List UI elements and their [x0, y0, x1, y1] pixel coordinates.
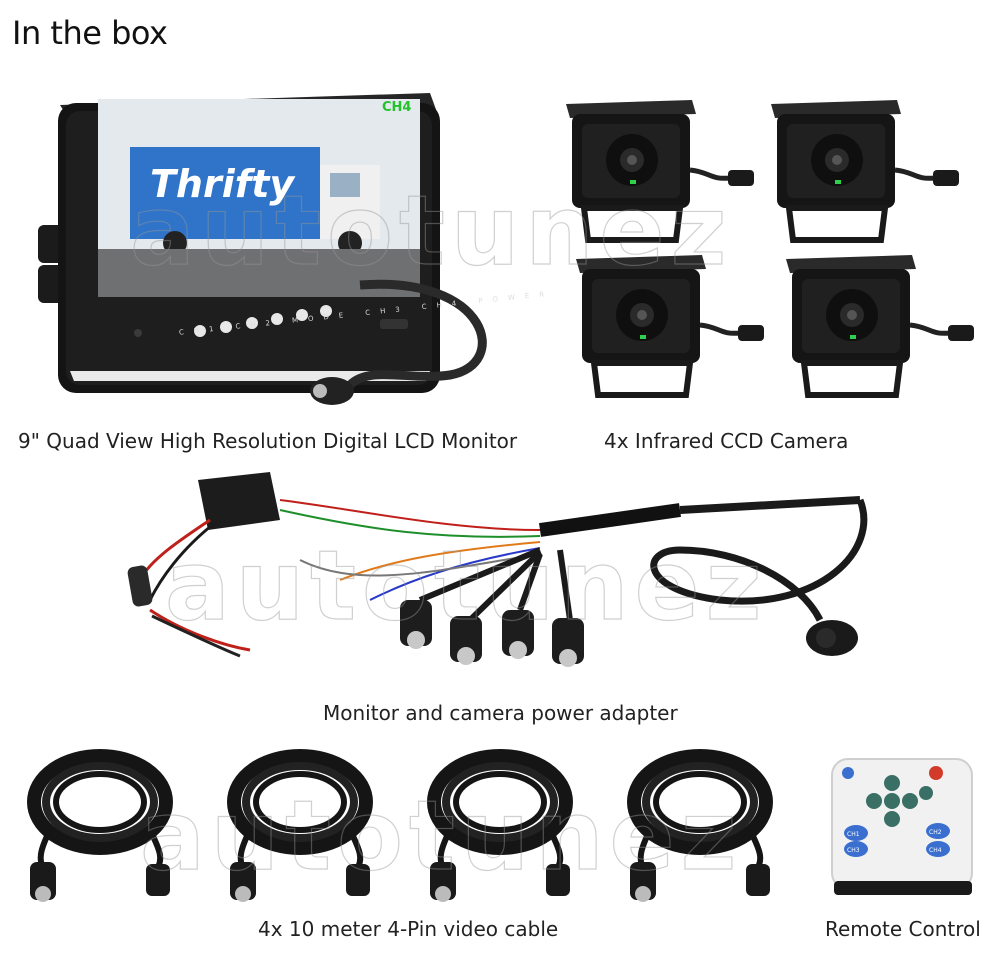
power-adapter-image: [127, 472, 868, 667]
remote-control-image: CH1 CH2 CH3 CH4: [831, 758, 973, 895]
monitor-caption: 9" Quad View High Resolution Digital LCD…: [18, 429, 518, 453]
watermark-top: autotunez: [129, 174, 733, 287]
cameras-caption: 4x Infrared CCD Camera: [604, 429, 849, 453]
cables-caption: 4x 10 meter 4-Pin video cable: [258, 917, 559, 941]
lcd-monitor-image: Thrifty CH4: [38, 93, 487, 405]
screen-logo-text: Thrifty: [150, 162, 296, 206]
remote-btn-ch1: CH1: [847, 831, 860, 838]
remote-caption: Remote Control: [825, 917, 981, 941]
watermark-middle: autotunez: [164, 529, 768, 642]
page-title: In the box: [12, 14, 168, 52]
remote-btn-ch2: CH2: [929, 829, 942, 836]
adapter-caption: Monitor and camera power adapter: [323, 701, 678, 725]
watermark-bottom: autotunez: [139, 779, 743, 892]
remote-btn-ch3: CH3: [847, 847, 860, 854]
remote-btn-ch4: CH4: [929, 847, 942, 854]
channel-indicator: CH4: [382, 100, 411, 115]
monitor-button-row: [194, 305, 332, 337]
